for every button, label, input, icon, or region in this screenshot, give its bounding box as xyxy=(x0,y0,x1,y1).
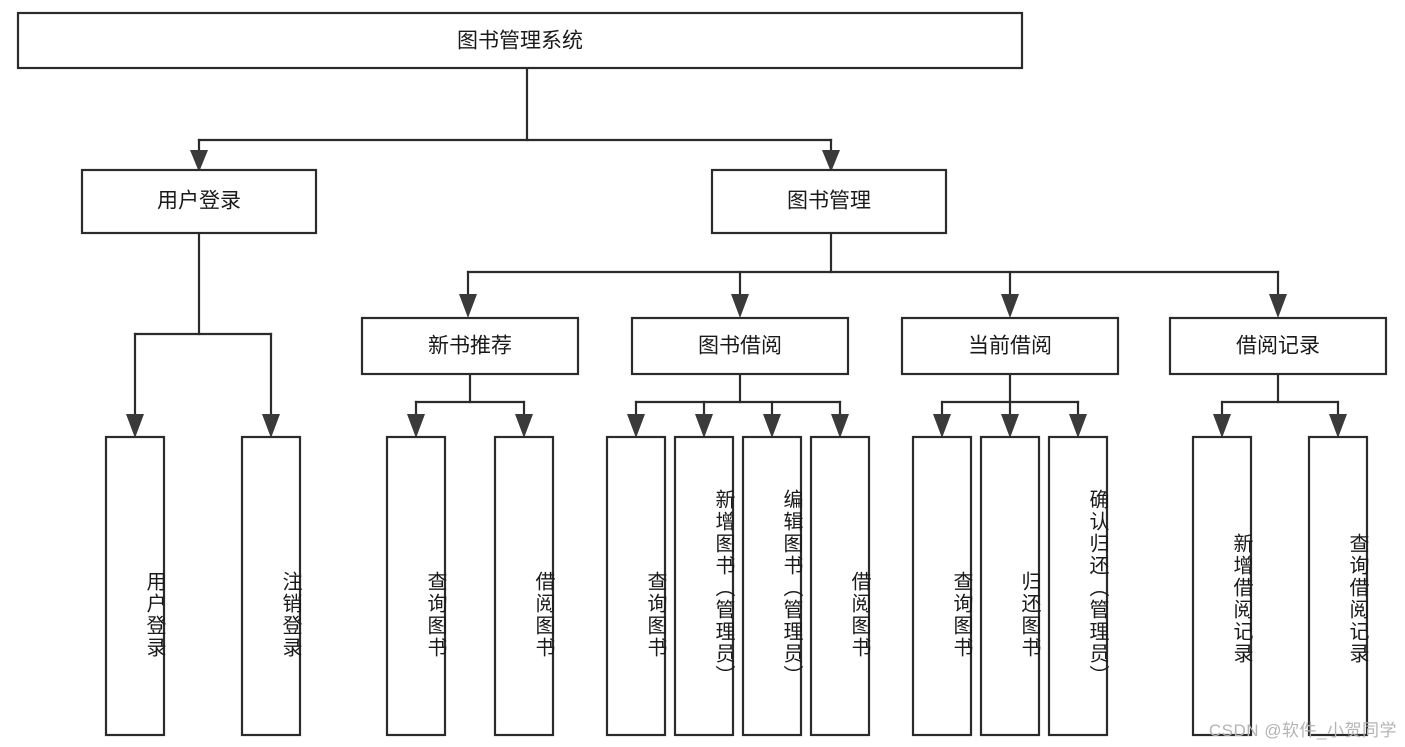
arrow-to-leaf-query-book-2 xyxy=(627,414,645,438)
connector-group-user-login-to-leaves xyxy=(126,231,280,438)
arrow-to-user-login xyxy=(190,150,208,172)
node-new-book-rec-box[interactable] xyxy=(360,316,580,376)
node-root[interactable]: 图书管理系统 xyxy=(16,11,1024,70)
arrow-to-leaf-borrow-book-1 xyxy=(515,414,533,438)
node-borrow-record-label: 借阅记录 xyxy=(1236,335,1320,358)
leaf-query-book-1-box[interactable] xyxy=(385,435,447,737)
connector-group-current-borrow-to-leaves xyxy=(933,372,1087,438)
node-new-book-rec-label: 新书推荐 xyxy=(428,335,512,358)
leaf-return-book-box[interactable] xyxy=(979,435,1041,737)
arrow-to-book-manage xyxy=(822,150,840,172)
arrow-to-leaf-query-book-1 xyxy=(407,414,425,438)
node-user-login-label: 用户登录 xyxy=(157,190,241,213)
node-user-login-box[interactable] xyxy=(80,168,318,235)
leaf-add-record-box[interactable] xyxy=(1191,435,1253,737)
node-current-borrow-label: 当前借阅 xyxy=(968,335,1052,358)
leaf-user-login-box[interactable] xyxy=(104,435,166,737)
leaf-edit-book-box[interactable] xyxy=(741,435,803,737)
leaf-borrow-book-1-box[interactable] xyxy=(493,435,555,737)
leaf-query-book-3-box[interactable] xyxy=(911,435,973,737)
arrow-to-current-borrow xyxy=(1001,294,1019,318)
node-borrow-record[interactable]: 借阅记录 xyxy=(1168,316,1388,376)
leaf-query-record-box[interactable] xyxy=(1307,435,1369,737)
node-book-manage-label: 图书管理 xyxy=(787,190,871,213)
arrow-to-leaf-query-record xyxy=(1329,414,1347,438)
connector-group-root-to-level2 xyxy=(190,66,840,172)
connector-group-new-book-rec-to-leaves xyxy=(407,372,533,438)
arrow-to-leaf-borrow-book-2 xyxy=(831,414,849,438)
leaf-borrow-book-2-box[interactable] xyxy=(809,435,871,737)
arrow-to-leaf-query-book-3 xyxy=(933,414,951,438)
node-book-borrow-box[interactable] xyxy=(630,316,850,376)
node-book-borrow[interactable]: 图书借阅 xyxy=(630,316,850,376)
arrow-to-leaf-return-book xyxy=(1001,414,1019,438)
node-book-manage-box[interactable] xyxy=(710,168,948,235)
arrow-to-borrow-record xyxy=(1269,294,1287,318)
arrow-to-new-book-rec xyxy=(459,294,477,318)
arrow-to-leaf-user-login xyxy=(126,414,144,438)
node-current-borrow[interactable]: 当前借阅 xyxy=(900,316,1120,376)
node-borrow-record-box[interactable] xyxy=(1168,316,1388,376)
arrow-to-leaf-add-record xyxy=(1213,414,1231,438)
arrow-to-leaf-edit-book xyxy=(763,414,781,438)
node-book-borrow-label: 图书借阅 xyxy=(698,335,782,358)
csdn-watermark: CSDN @软件_小贺同学 xyxy=(1208,721,1397,740)
connector-group-book-borrow-to-leaves xyxy=(627,372,849,438)
node-new-book-rec[interactable]: 新书推荐 xyxy=(360,316,580,376)
leaf-query-book-2-box[interactable] xyxy=(605,435,667,737)
node-book-manage[interactable]: 图书管理 xyxy=(710,168,948,235)
leaf-confirm-return-box[interactable] xyxy=(1047,435,1109,737)
leaf-boxes xyxy=(104,435,1369,737)
arrow-to-leaf-add-book xyxy=(695,414,713,438)
connector-group-book-manage-to-level3 xyxy=(459,231,1287,318)
leaf-logout-box[interactable] xyxy=(240,435,302,737)
node-current-borrow-box[interactable] xyxy=(900,316,1120,376)
node-root-box[interactable] xyxy=(16,11,1024,70)
arrow-to-leaf-logout xyxy=(262,414,280,438)
arrow-to-book-borrow xyxy=(731,294,749,318)
node-user-login[interactable]: 用户登录 xyxy=(80,168,318,235)
connector-group-borrow-record-to-leaves xyxy=(1213,372,1347,438)
arrow-to-leaf-confirm-return xyxy=(1069,414,1087,438)
leaf-add-book-box[interactable] xyxy=(673,435,735,737)
node-root-label: 图书管理系统 xyxy=(457,30,583,53)
